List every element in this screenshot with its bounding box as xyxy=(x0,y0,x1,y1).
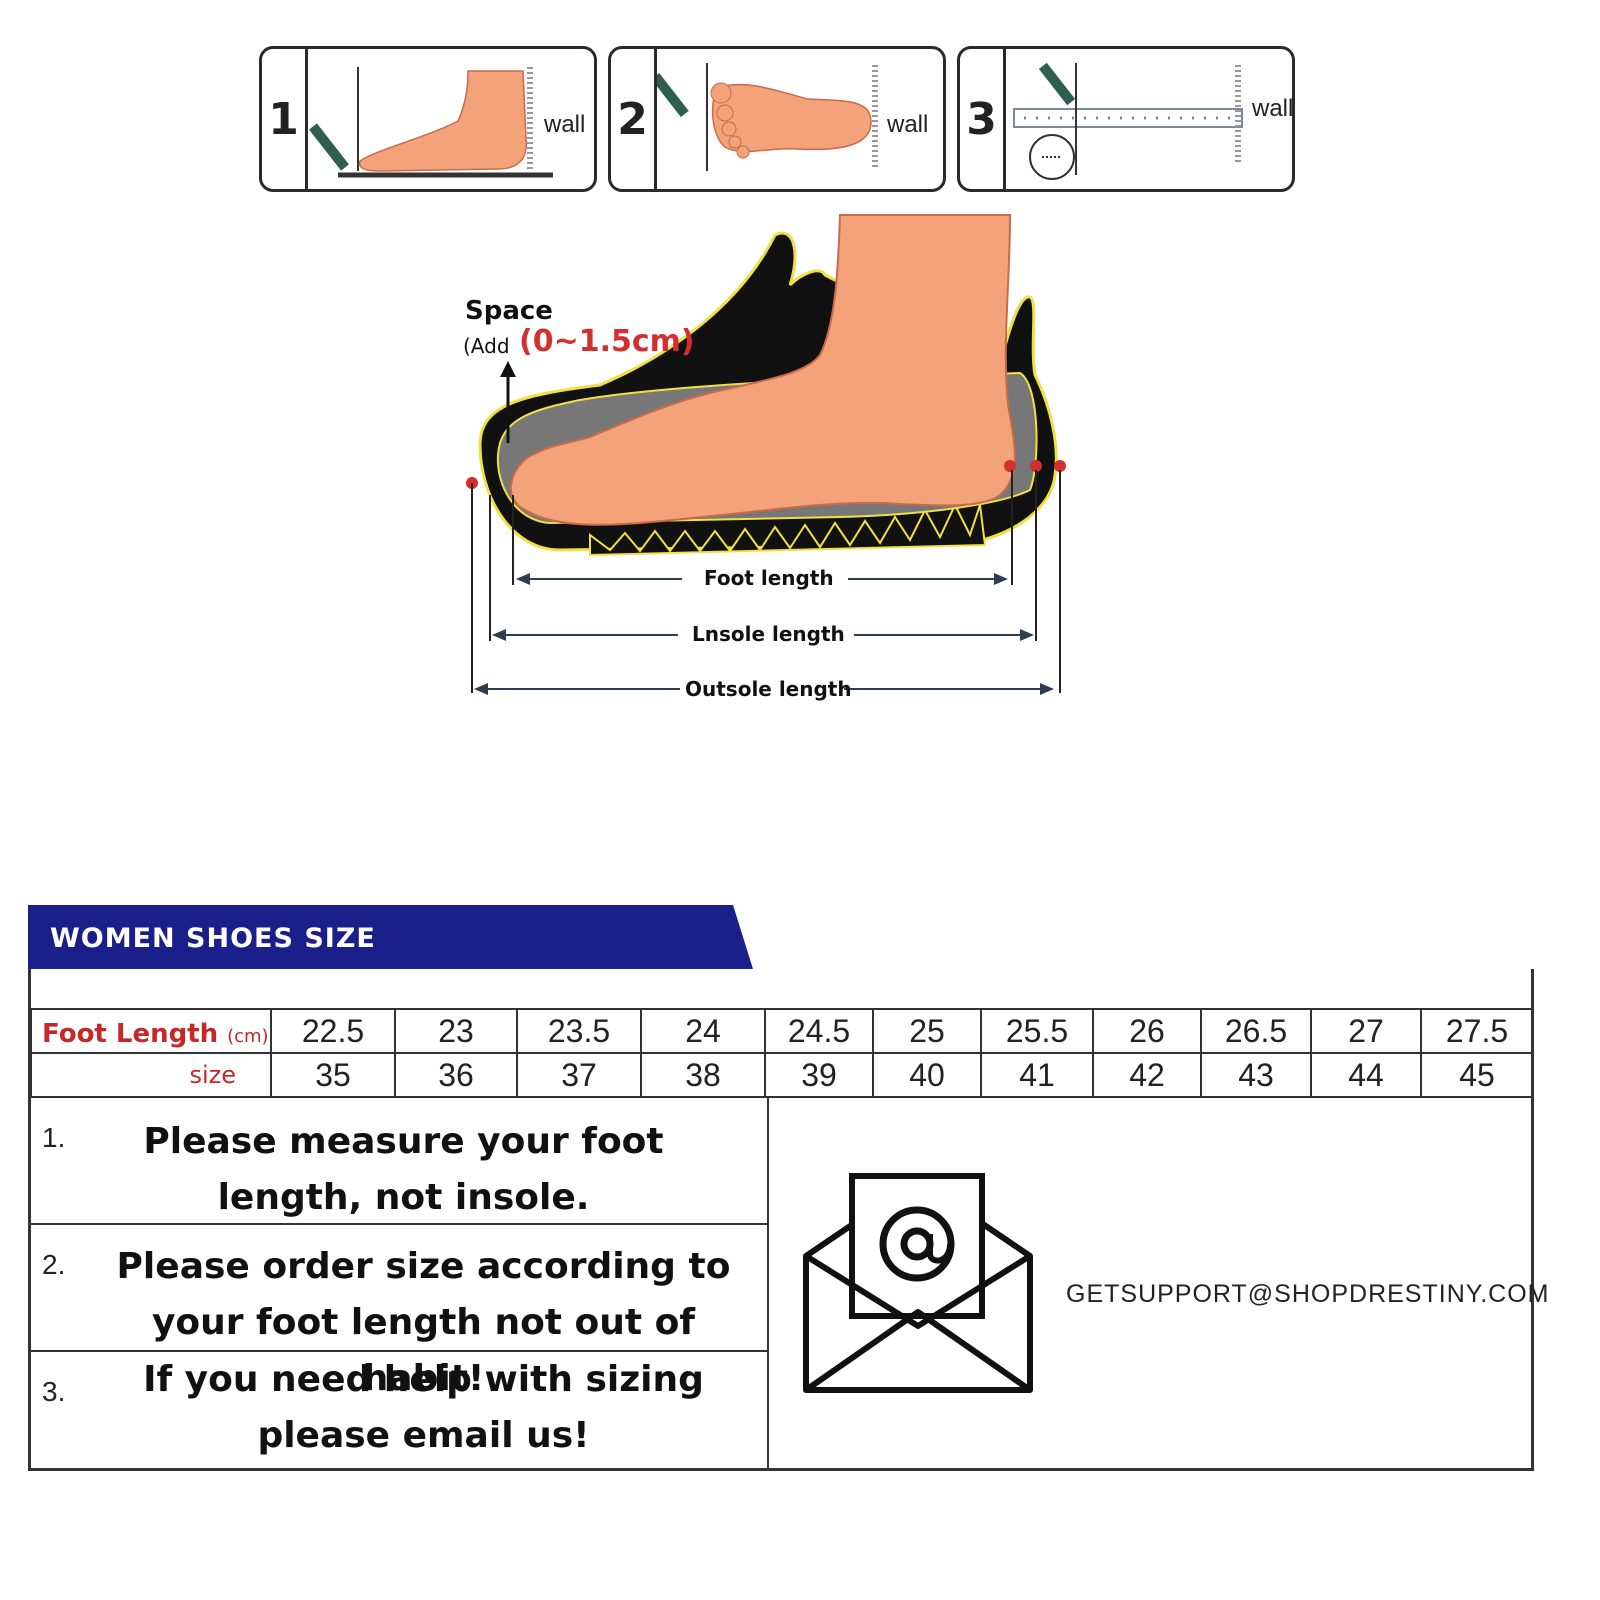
size-row: size 35 36 37 38 39 40 41 42 43 44 45 xyxy=(30,1052,1534,1098)
foot-length-cell: 25.5 xyxy=(980,1008,1094,1054)
foot-length-cell: 26.5 xyxy=(1200,1008,1312,1054)
size-cell: 39 xyxy=(764,1052,874,1098)
step-number: 1 xyxy=(262,49,308,189)
note-2: 2. Please order size according to your f… xyxy=(30,1225,767,1399)
note-index: 1. xyxy=(42,1122,66,1153)
foot-length-cell: 27.5 xyxy=(1420,1008,1534,1054)
envelope-at-icon xyxy=(803,1173,1033,1393)
size-chart-frame xyxy=(28,969,1534,1471)
size-cell: 45 xyxy=(1420,1052,1534,1098)
foot-length-unit: (cm) xyxy=(227,1025,269,1047)
foot-length-cell: 24 xyxy=(640,1008,766,1054)
foot-top-icon xyxy=(657,63,878,171)
foot-length-cell: 25 xyxy=(872,1008,982,1054)
size-chart-banner: WOMEN SHOES SIZE xyxy=(28,905,753,969)
foot-length-label: Foot Length xyxy=(42,1018,219,1049)
space-add-value: (0~1.5cm) xyxy=(519,324,695,359)
size-cell: 41 xyxy=(980,1052,1094,1098)
size-cell: 42 xyxy=(1092,1052,1202,1098)
foot-length-cell: 26 xyxy=(1092,1008,1202,1054)
size-cell: 38 xyxy=(640,1052,766,1098)
wall-label: wall xyxy=(1252,95,1294,122)
step-panel-3: 3 wall xyxy=(957,46,1295,192)
size-cell: 35 xyxy=(270,1052,396,1098)
size-cell: 40 xyxy=(872,1052,982,1098)
wall-label: wall xyxy=(887,111,929,138)
note-text: Please order size according to your foot… xyxy=(116,1246,731,1399)
size-cell: 44 xyxy=(1310,1052,1422,1098)
foot-length-cell: 24.5 xyxy=(764,1008,874,1054)
size-cell: 43 xyxy=(1200,1052,1312,1098)
size-cell: 37 xyxy=(516,1052,642,1098)
foot-length-row: Foot Length (cm) 22.5 23 23.5 24 24.5 25… xyxy=(30,1008,1534,1054)
foot-length-cell: 23 xyxy=(394,1008,518,1054)
space-label: Space xyxy=(465,296,553,326)
foot-measurement-diagram xyxy=(466,214,1066,695)
size-chart-title: WOMEN SHOES SIZE xyxy=(50,923,376,954)
foot-length-cell: 22.5 xyxy=(270,1008,396,1054)
foot-length-label: Foot length xyxy=(704,566,834,590)
note-3: 3. If you need help with sizing please e… xyxy=(30,1352,767,1470)
support-email[interactable]: GETSUPPORT@SHOPDRESTINY.COM xyxy=(1066,1280,1550,1308)
foot-side-icon xyxy=(309,67,553,178)
foot-length-cell: 23.5 xyxy=(516,1008,642,1054)
step-panel-1: 1 wall xyxy=(259,46,597,192)
step-number: 2 xyxy=(611,49,657,189)
note-text: Please measure your foot length, not ins… xyxy=(143,1121,664,1218)
outsole-length-label: Outsole length xyxy=(685,677,852,701)
size-header: size xyxy=(30,1052,272,1098)
note-index: 3. xyxy=(42,1376,66,1407)
note-index: 2. xyxy=(42,1249,66,1280)
note-text: If you need help with sizing please emai… xyxy=(143,1359,704,1456)
step-number: 3 xyxy=(960,49,1006,189)
size-table: Foot Length (cm) 22.5 23 23.5 24 24.5 25… xyxy=(30,1008,1534,1098)
notes-divider xyxy=(767,1098,769,1470)
wall-label: wall xyxy=(544,111,586,138)
foot-length-cell: 27 xyxy=(1310,1008,1422,1054)
foot-length-header: Foot Length (cm) xyxy=(30,1008,272,1054)
size-cell: 36 xyxy=(394,1052,518,1098)
note-1: 1. Please measure your foot length, not … xyxy=(30,1098,767,1225)
space-add-prefix: (Add xyxy=(463,334,510,358)
insole-length-label: Lnsole length xyxy=(692,622,845,646)
ruler-icon xyxy=(1013,62,1243,180)
step-panel-2: 2 wall xyxy=(608,46,946,192)
size-label: size xyxy=(189,1061,236,1089)
